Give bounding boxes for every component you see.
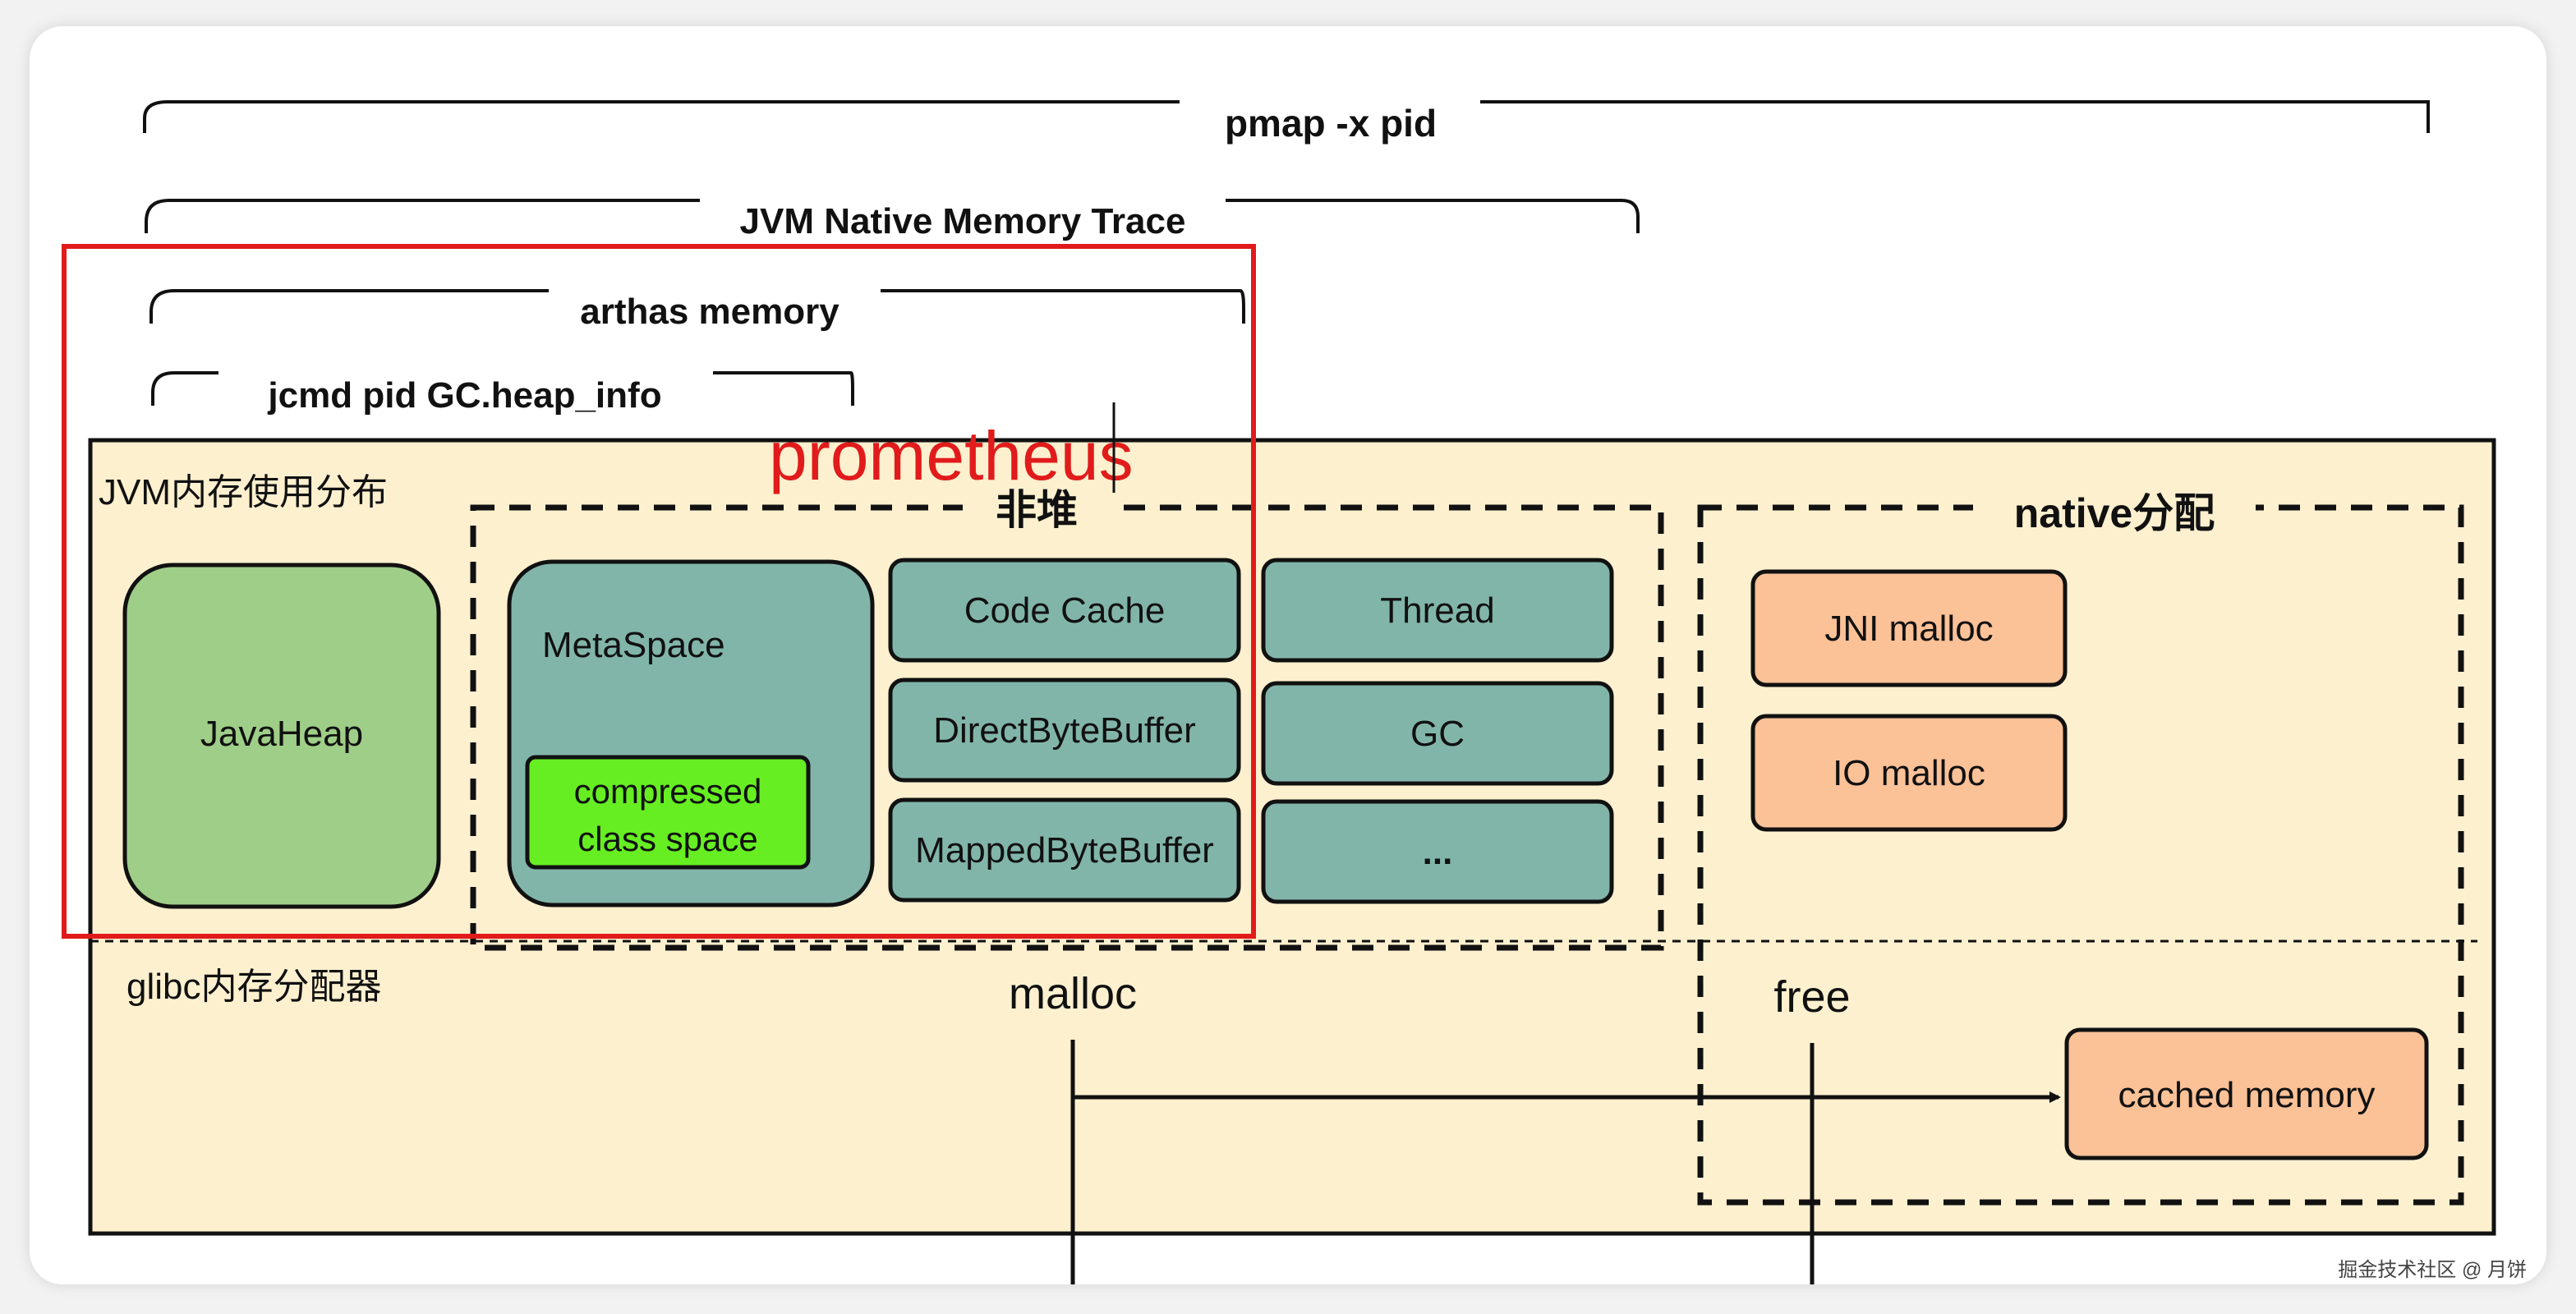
jni-malloc-label: JNI malloc	[1824, 609, 1993, 649]
prometheus-label: prometheus	[769, 417, 1134, 494]
java-heap-label: JavaHeap	[200, 714, 363, 754]
io-malloc-box	[1750, 714, 2068, 832]
gc-label: GC	[1410, 714, 1465, 754]
native-title: native分配	[2014, 490, 2215, 536]
jni-malloc-box	[1750, 569, 2068, 687]
pmap-label: pmap -x pid	[1225, 102, 1437, 145]
non-heap-title-bg	[963, 486, 1111, 535]
other-box	[1261, 799, 1614, 904]
thread-label: Thread	[1380, 590, 1494, 631]
compressed-label-line2: class space	[577, 820, 757, 858]
diagram-canvas: pmap -x pid JVM Native Memory Trace arth…	[30, 26, 2546, 1284]
direct-byte-buffer-box	[888, 678, 1241, 783]
cached-memory-label: cached memory	[2118, 1075, 2375, 1115]
code-cache-label: Code Cache	[964, 590, 1166, 631]
jcmd-bracket: jcmd pid GC.heap_info	[151, 371, 854, 416]
malloc-label: malloc	[1009, 969, 1137, 1018]
other-label: ...	[1423, 832, 1453, 872]
cached-memory-box	[2064, 1027, 2429, 1160]
compressed-class-space-box	[525, 755, 811, 870]
code-cache-box	[888, 558, 1241, 663]
footer-credit: 掘金技术社区 @ 月饼	[2338, 1259, 2527, 1281]
jvm-area-title: JVM内存使用分布	[99, 472, 388, 512]
thread-box	[1261, 558, 1614, 663]
nmt-bracket: JVM Native Memory Trace	[145, 199, 1640, 241]
gc-box	[1261, 681, 1614, 786]
mapped-byte-buffer-box	[888, 797, 1241, 903]
prometheus-highlight-box	[62, 244, 1256, 939]
non-heap-title: 非堆	[996, 487, 1078, 533]
mapped-byte-buffer-label: MappedByteBuffer	[915, 830, 1214, 871]
java-heap-box	[122, 563, 441, 909]
nmt-label: JVM Native Memory Trace	[740, 201, 1186, 241]
glibc-title: glibc内存分配器	[126, 967, 382, 1007]
native-title-bg	[1973, 486, 2256, 539]
arthas-label: arthas memory	[580, 292, 840, 332]
metaspace-label: MetaSpace	[542, 625, 725, 665]
direct-byte-buffer-label: DirectByteBuffer	[933, 710, 1196, 751]
compressed-label-line1: compressed	[574, 772, 762, 811]
io-malloc-label: IO malloc	[1833, 753, 1985, 793]
free-label: free	[1773, 972, 1850, 1022]
jcmd-label: jcmd pid GC.heap_info	[267, 375, 661, 416]
memory-diagram: pmap -x pid JVM Native Memory Trace arth…	[62, 100, 2527, 1284]
arthas-bracket: arthas memory	[150, 289, 1245, 332]
pmap-bracket: pmap -x pid	[143, 100, 2430, 145]
